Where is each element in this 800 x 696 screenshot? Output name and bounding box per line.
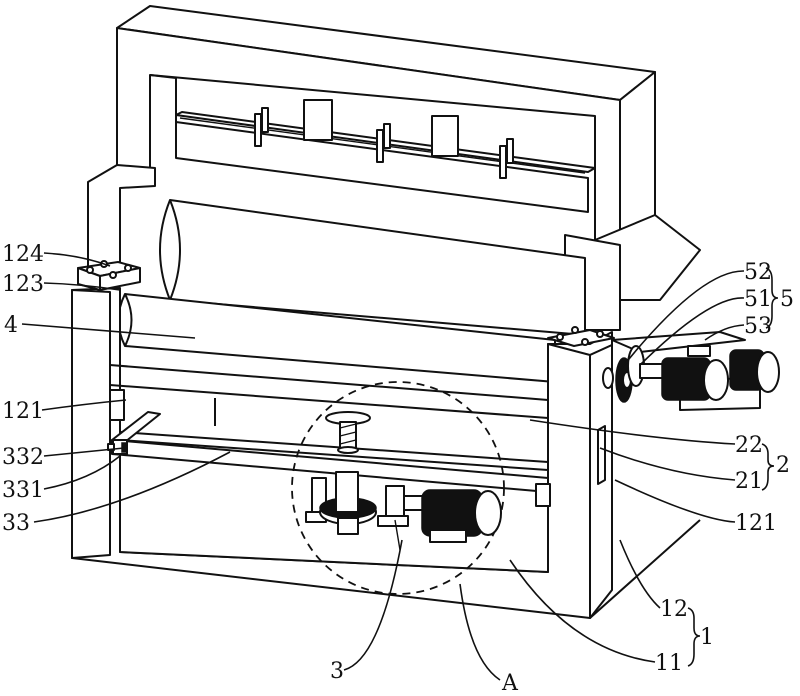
right-post-cap — [547, 326, 615, 347]
upper-roller — [159, 199, 586, 336]
label-21: 21 — [735, 469, 763, 494]
label-1: 1 — [700, 625, 714, 650]
label-33: 33 — [2, 511, 30, 536]
crossbar-33 — [107, 411, 551, 507]
label-52: 52 — [744, 260, 772, 285]
label-5: 5 — [780, 287, 794, 312]
label-332: 332 — [2, 445, 44, 470]
label-121-right: 121 — [735, 511, 777, 536]
label-22: 22 — [735, 433, 763, 458]
label-2: 2 — [776, 453, 790, 478]
label-51: 51 — [744, 287, 772, 312]
side-plate-12 — [547, 331, 701, 619]
leader-lines — [21, 252, 779, 681]
label-4: 4 — [4, 313, 18, 338]
left-post — [71, 260, 141, 559]
label-121-left: 121 — [2, 399, 44, 424]
label-53: 53 — [744, 314, 772, 339]
label-331: 331 — [2, 478, 44, 503]
top-gantry-frame — [116, 5, 656, 246]
label-124: 124 — [2, 242, 44, 267]
label-3: 3 — [330, 659, 344, 684]
label-123: 123 — [2, 272, 44, 297]
unit-5 — [602, 331, 780, 411]
label-a: A — [501, 671, 519, 696]
detail-circle-a — [291, 381, 505, 595]
drive-mechanism-3 — [305, 411, 502, 551]
label-11: 11 — [655, 651, 683, 676]
label-12: 12 — [660, 597, 688, 622]
blade-pins — [254, 107, 514, 179]
